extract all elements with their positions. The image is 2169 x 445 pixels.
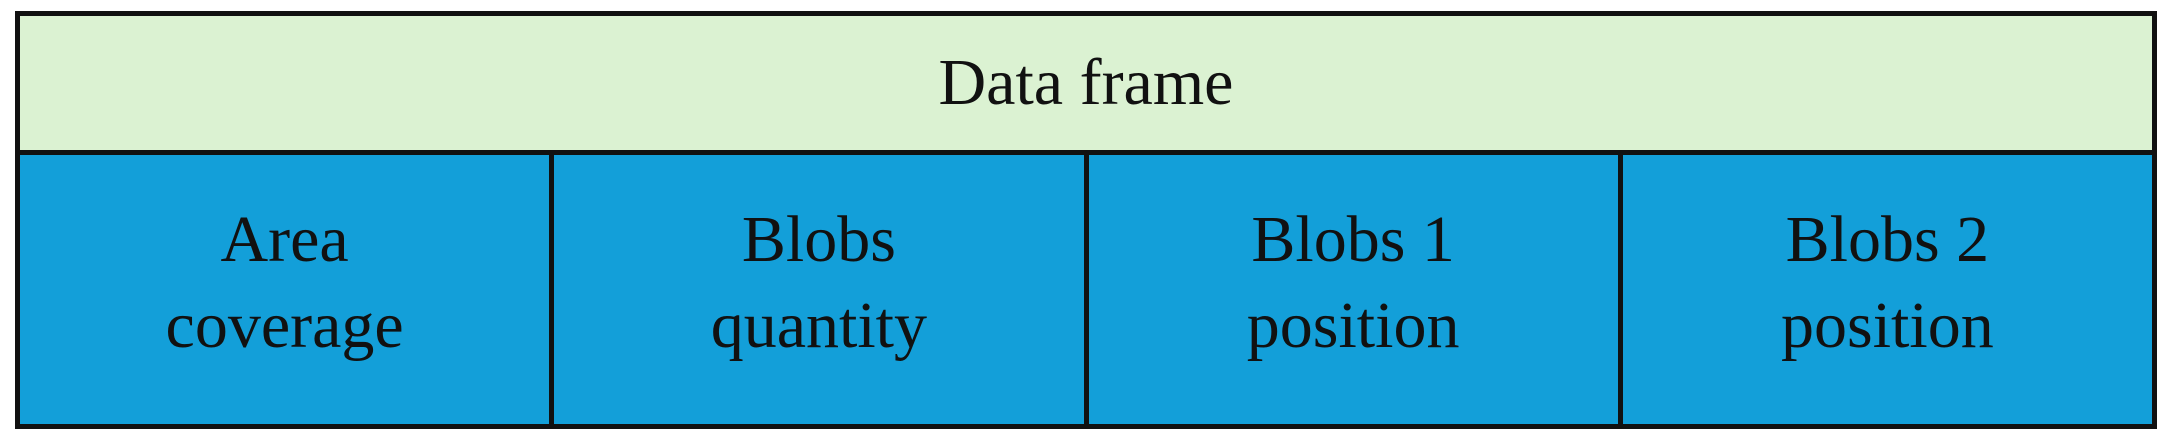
field-area-coverage-label: Area coverage: [165, 202, 404, 362]
field-blobs-2-position: Blobs 2 position: [1617, 155, 2152, 424]
data-frame-header: Data frame: [20, 16, 2152, 155]
data-frame-diagram: Data frame Area coverage Blobs quantity …: [15, 11, 2157, 429]
field-blobs-2-position-label: Blobs 2 position: [1781, 202, 1994, 362]
field-blobs-1-position-label: Blobs 1 position: [1246, 202, 1460, 362]
data-frame-header-label: Data frame: [938, 46, 1234, 119]
field-blobs-1-position: Blobs 1 position: [1083, 155, 1618, 424]
field-blobs-quantity: Blobs quantity: [549, 155, 1084, 424]
data-frame-fields: Area coverage Blobs quantity Blobs 1 pos…: [20, 155, 2152, 424]
field-blobs-quantity-label: Blobs quantity: [710, 202, 928, 362]
field-area-coverage: Area coverage: [20, 155, 550, 424]
